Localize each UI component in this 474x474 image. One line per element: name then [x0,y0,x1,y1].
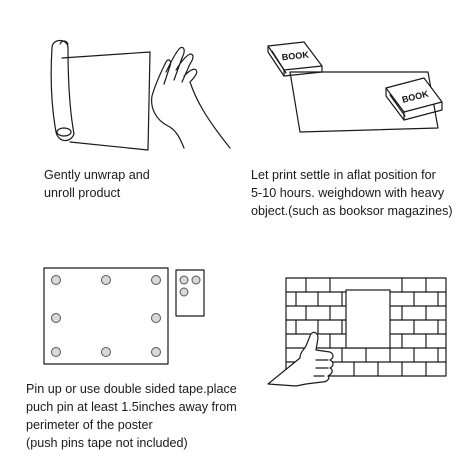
step3-line-1: Pin up or use double sided tape.place [26,382,237,396]
step3-line-2: puch pin at least 1.5inches away from [26,400,237,414]
wall-poster [345,289,391,349]
step2-line-2: 5-10 hours. weighdown with heavy [251,186,445,200]
step2-caption: Let print settle in aflat position for 5… [251,166,453,220]
step3-line-3: perimeter of the poster [26,418,153,432]
book-1-label: BOOK [281,50,309,63]
step1-line-2: unroll product [44,186,121,200]
step3-caption: Pin up or use double sided tape.place pu… [26,380,237,452]
step2-line-3: object.(such as booksor magazines) [251,204,453,218]
step2-line-1: Let print settle in aflat position for [251,168,436,182]
push-pins [51,275,161,357]
thumbs-up-icon [267,331,334,387]
step1-caption: Gently unwrap and unroll product [44,166,150,202]
book-2: BOOK [385,77,443,121]
step3-line-4: (push pins tape not included) [26,436,188,450]
step1-line-1: Gently unwrap and [44,168,150,182]
book-1: BOOK [267,41,323,77]
